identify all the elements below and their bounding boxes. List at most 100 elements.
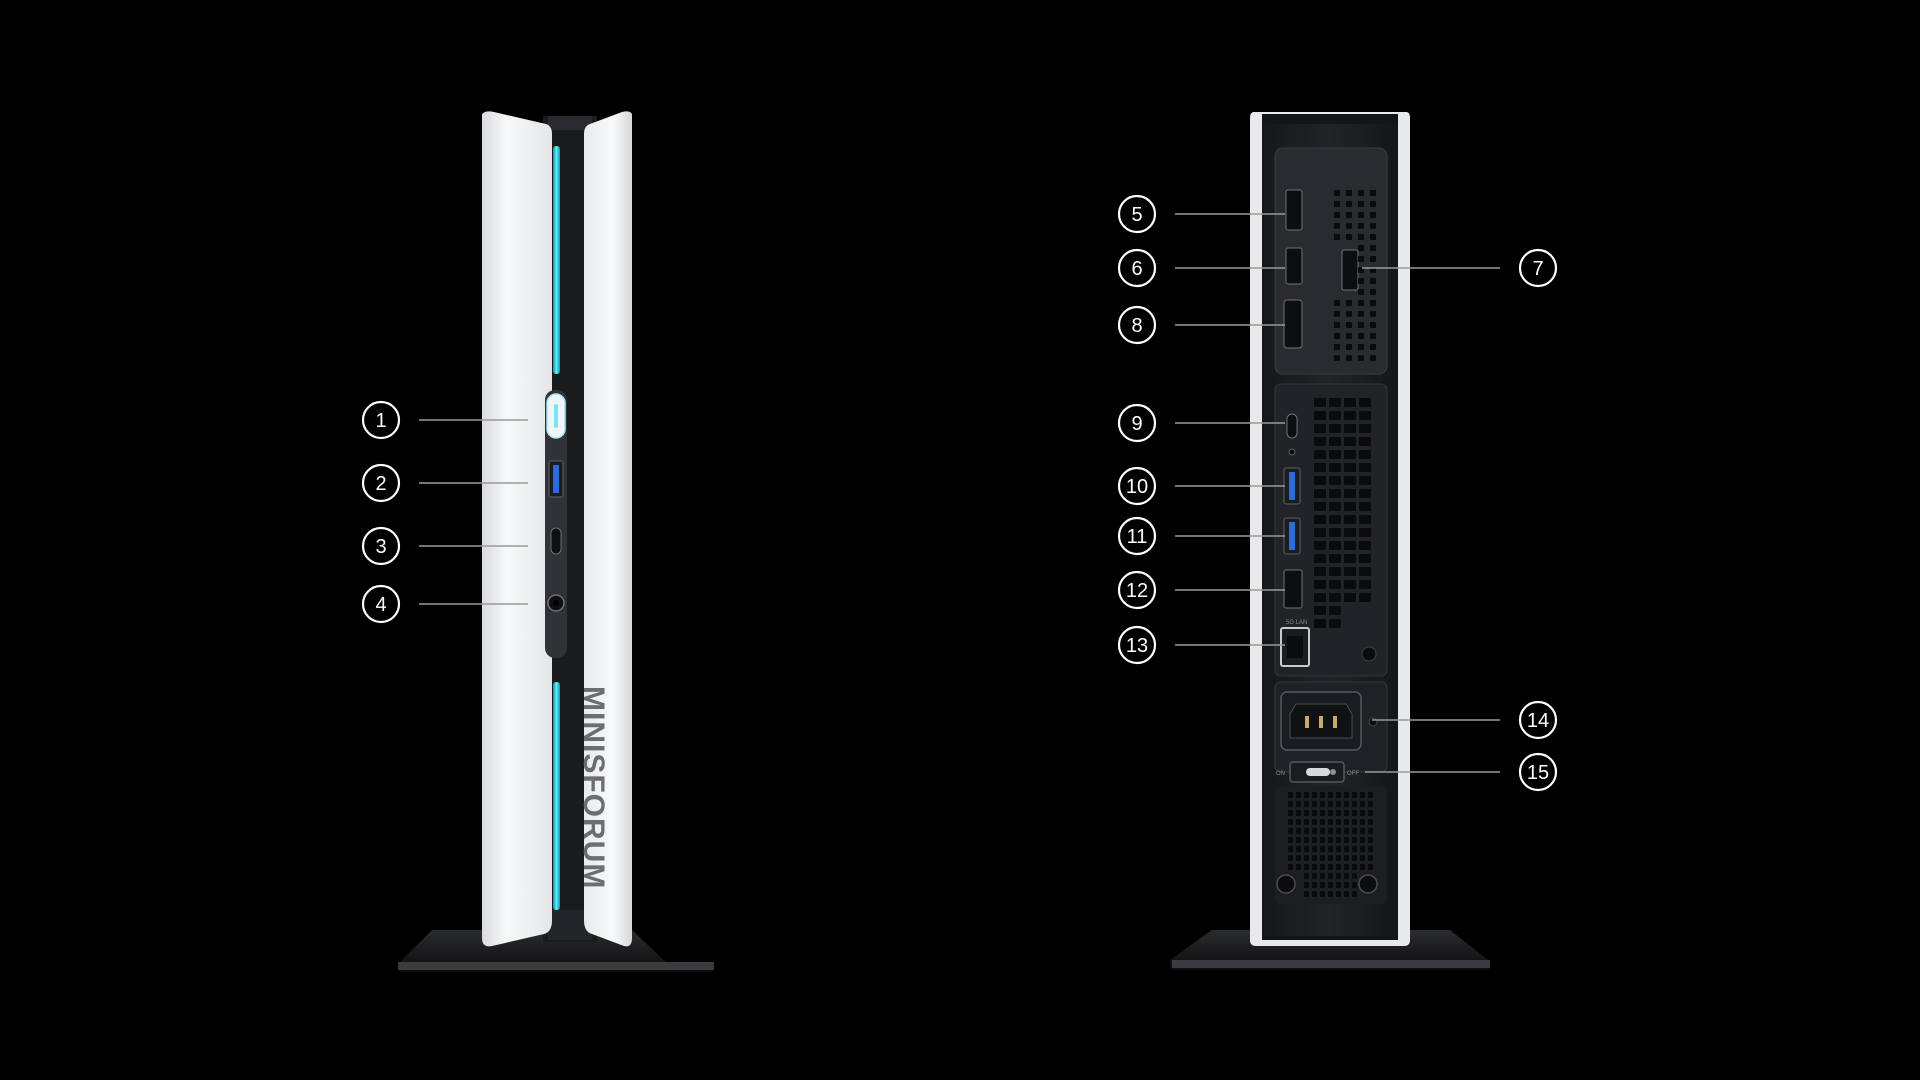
vent-slot [1304,810,1309,816]
rear-hdmi-port[interactable] [1283,569,1303,609]
vent-slot [1344,891,1349,897]
vent-slot [1328,846,1333,852]
vent-slot [1329,463,1341,472]
vent-slot [1352,882,1357,888]
vent-slot [1304,846,1309,852]
vent-slot [1312,792,1317,798]
vent-slot [1320,855,1325,861]
vent-slot [1346,300,1352,306]
rear-usb-c-port[interactable] [1286,413,1298,439]
vent-slot [1344,502,1356,511]
vent-slot [1304,819,1309,825]
vent-slot [1370,256,1376,262]
vent-slot [1370,333,1376,339]
vent-slot [1328,801,1333,807]
vent-slot [1312,801,1317,807]
vent-slot [1314,541,1326,550]
vent-slot [1368,810,1373,816]
vent-slot [1368,837,1373,843]
callout-5: 5 [1117,194,1285,234]
vent-slot [1328,837,1333,843]
vent-slot [1334,201,1340,207]
vent-slot [1334,355,1340,361]
vent-slot [1288,792,1293,798]
vent-slot [1358,234,1364,240]
vent-slot [1296,864,1301,870]
vent-slot [1352,828,1357,834]
vent-slot [1359,502,1371,511]
vent-slot [1358,245,1364,251]
callout-number: 5 [1131,204,1142,226]
vent-slot [1328,855,1333,861]
vent-slot [1370,300,1376,306]
vent-slot [1359,463,1371,472]
vent-slot [1320,882,1325,888]
front-view: MINISFORUM [398,111,714,972]
callout-number: 13 [1126,635,1148,657]
displayport-bottom[interactable] [1283,299,1303,349]
vent-slot [1344,567,1356,576]
vent-slot [1336,855,1341,861]
vent-slot [1329,437,1341,446]
vent-slot [1344,463,1356,472]
vent-slot [1336,891,1341,897]
vent-slot [1312,810,1317,816]
callout-number: 11 [1127,526,1148,548]
vent-slot [1329,567,1341,576]
vent-slot [1314,502,1326,511]
callout-circle [1117,248,1157,288]
vent-slot [1304,855,1309,861]
vent-slot [1344,864,1349,870]
vent-slot [1359,411,1371,420]
vent-slot [1352,846,1357,852]
vent-slot [1336,819,1341,825]
front-usb-c-port[interactable] [550,527,562,555]
vent-slot [1329,476,1341,485]
vent-slot [1334,234,1340,240]
lan-label: 5G LAN [1286,620,1307,626]
vent-slot [1368,801,1373,807]
callout-circle [1117,516,1157,556]
vent-slot [1334,212,1340,218]
vent-slot [1344,398,1356,407]
vent-slot [1352,864,1357,870]
vent-slot [1320,864,1325,870]
vent-slot [1346,201,1352,207]
callout-number: 6 [1131,258,1142,280]
callout-number: 7 [1532,258,1543,280]
vent-slot [1360,855,1365,861]
vent-slot [1329,489,1341,498]
vent-slot [1359,541,1371,550]
vent-slot [1352,891,1357,897]
vent-slot [1320,891,1325,897]
hdmi-port-top[interactable] [1285,247,1303,285]
vent-slot [1320,792,1325,798]
vent-slot [1344,424,1356,433]
displayport-top[interactable] [1285,189,1303,231]
callout-number: 14 [1527,710,1549,732]
vent-slot [1370,245,1376,251]
callout-1: 1 [361,400,528,440]
callout-number: 15 [1527,762,1549,784]
vent-slot [1288,837,1293,843]
vent-slot [1314,554,1326,563]
callout-2: 2 [361,463,528,503]
vent-slot [1370,322,1376,328]
vent-slot [1344,528,1356,537]
callout-circle [1117,403,1157,443]
vent-slot [1328,810,1333,816]
callout-number: 10 [1126,476,1148,498]
front-port-strip [545,390,567,658]
vent-slot [1329,411,1341,420]
callout-8: 8 [1117,305,1285,345]
callout-3: 3 [361,526,528,566]
vent-slot [1346,234,1352,240]
vent-slot [1336,792,1341,798]
vent-slot [1359,528,1371,537]
callout-9: 9 [1117,403,1285,443]
vent-slot [1358,190,1364,196]
gpu-port-right[interactable] [1341,249,1359,291]
vent-slot [1329,554,1341,563]
vent-slot [1358,322,1364,328]
callout-number: 2 [375,473,386,495]
